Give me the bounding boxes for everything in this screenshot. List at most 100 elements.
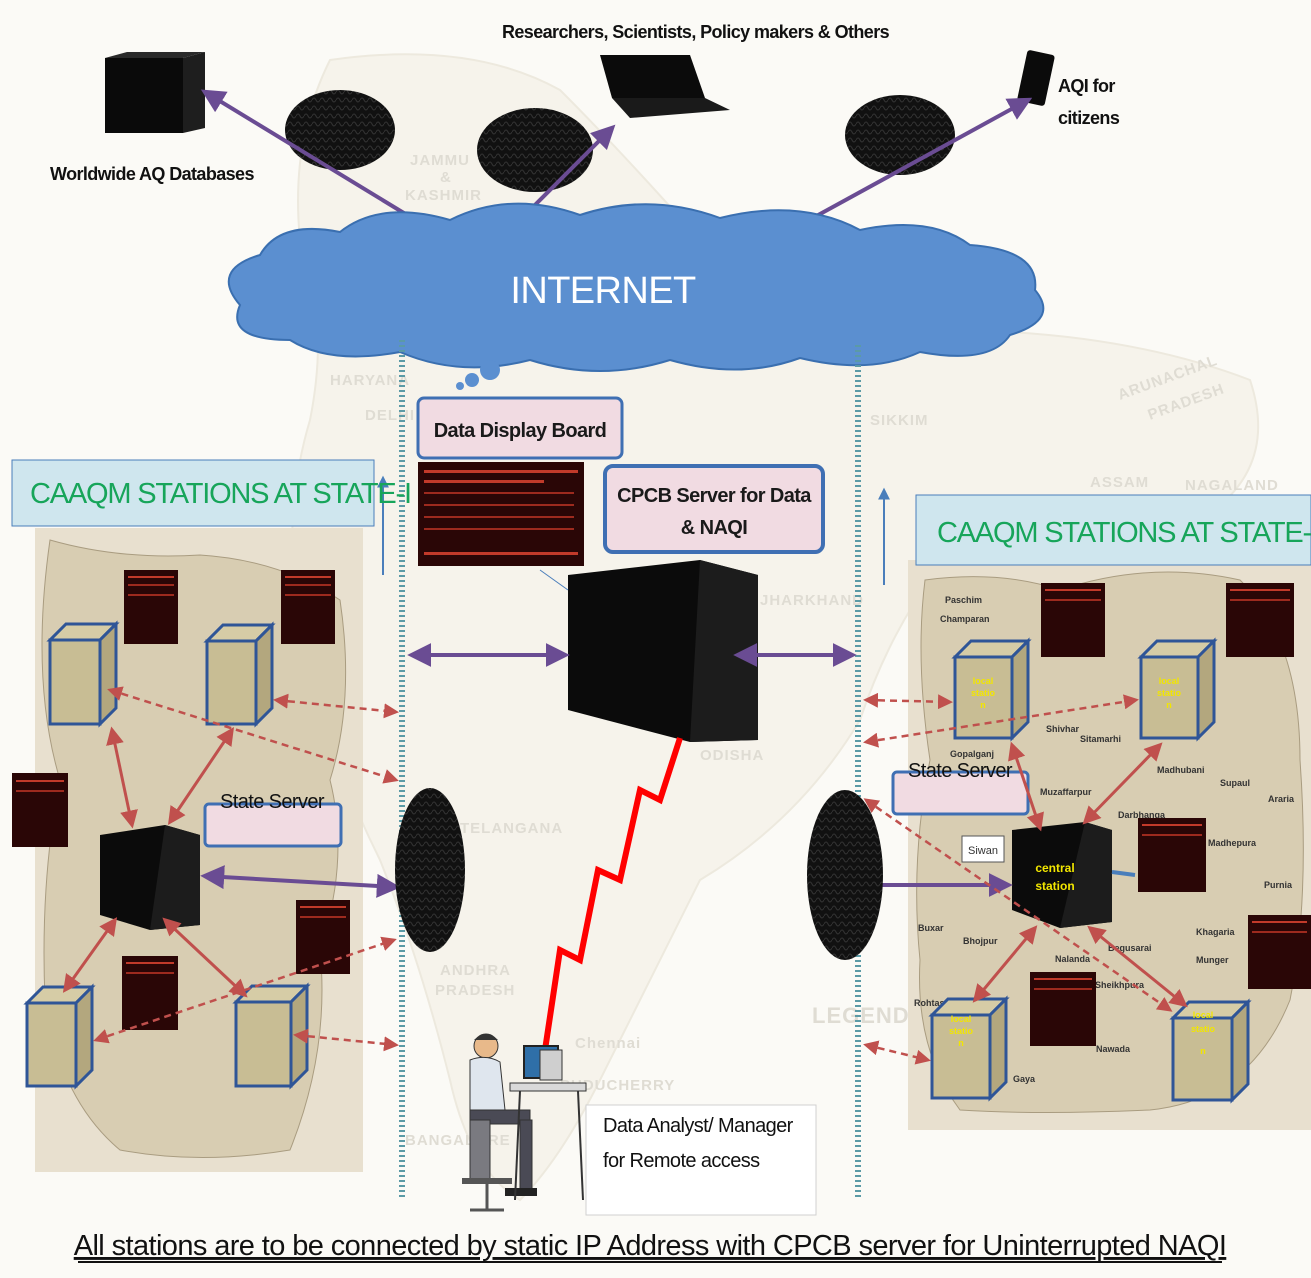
station-s2-2-line2: statio: [1157, 688, 1182, 698]
state1-station-cube-2: [203, 621, 276, 728]
state1-screen-4: [296, 900, 350, 974]
map-label-buxar: Buxar: [918, 923, 944, 933]
map-label-araria: Araria: [1268, 794, 1295, 804]
state1-title: CAAQM STATIONS AT STATE-I: [30, 478, 411, 510]
station-s2-4-line3: n: [1200, 1046, 1206, 1056]
map-label-sitamarhi: Sitamarhi: [1080, 734, 1121, 744]
mobile-phone-icon: [1017, 50, 1055, 106]
central-station-label-line2: station: [1035, 879, 1074, 893]
station-s2-1-line1: local: [973, 676, 994, 686]
data-analyst-icon: [462, 1033, 587, 1212]
data-display-board-label: Data Display Board: [434, 420, 607, 442]
laptop-icon: [600, 55, 730, 118]
worldwide-databases-label: Worldwide AQ Databases: [50, 164, 254, 184]
state1-station-cube-3: [23, 983, 96, 1090]
siwan-label: Siwan: [968, 845, 998, 857]
s1-dashed-2: [107, 686, 399, 784]
state2-station-cube-4: [1169, 998, 1252, 1104]
state2-server-label: State Server: [908, 760, 1013, 782]
state1-server-label: State Server: [220, 791, 325, 813]
cpcb-server-label-line2: & NAQI: [681, 517, 747, 539]
station-s2-3-line3: n: [958, 1038, 964, 1048]
s1-dashed-3: [93, 936, 397, 1044]
state2-screen-4: [1248, 915, 1311, 989]
map-label-nagaland: NAGALAND: [1185, 477, 1279, 494]
map-label-telangana: TELANGANA: [460, 820, 563, 837]
map-label-puducherry: PUDUCHERRY: [560, 1077, 675, 1094]
map-label-jharkhand: JHARKHAND: [760, 592, 864, 609]
display-board-screen: [418, 462, 584, 566]
state2-wireless-icon: [807, 790, 883, 960]
state2-station-cube-2: [1137, 637, 1218, 742]
station-s2-1-line3: n: [980, 700, 986, 710]
map-label-kashmir: KASHMIR: [405, 187, 482, 204]
state1-screen-2: [281, 570, 335, 644]
arrow-to-citizens: [799, 97, 1033, 227]
map-label-khagaria: Khagaria: [1196, 927, 1236, 937]
map-label-andhra-pradesh: PRADESH: [435, 982, 515, 999]
map-label-madhubani: Madhubani: [1157, 765, 1205, 775]
map-label-nawada: Nawada: [1096, 1044, 1131, 1054]
station-s2-3-line2: statio: [949, 1026, 974, 1036]
map-label-muzaffarpur: Muzaffarpur: [1040, 787, 1092, 797]
map-label-jammu: JAMMU: [410, 152, 470, 169]
bubble-dot-2: [465, 373, 479, 387]
analyst-label-line2: for Remote access: [603, 1150, 760, 1172]
station-s2-2-line3: n: [1166, 700, 1172, 710]
state1-server-label-box: [203, 802, 343, 848]
map-label-munger: Munger: [1196, 955, 1229, 965]
map-label-andhra: ANDHRA: [440, 962, 511, 979]
remote-access-lightning: [542, 737, 683, 1051]
state2-screen-3: [1138, 818, 1206, 892]
s1-dashed-4: [293, 1028, 399, 1052]
map-label-madhepura: Madhepura: [1208, 838, 1257, 848]
map-label-sikkim: SIKKIM: [870, 412, 929, 429]
cpcb-server-label-line1: CPCB Server for Data: [617, 485, 812, 507]
worldwide-databases-server-icon: [105, 52, 205, 133]
wireless-cloud-icon-2: [477, 108, 593, 192]
map-label-shivhar: Shivhar: [1046, 724, 1080, 734]
analyst-label-box: [585, 1104, 817, 1216]
map-label-delhi: DELHI: [365, 407, 415, 424]
bubble-dot-3: [456, 382, 464, 390]
state1-screen-5: [122, 956, 178, 1030]
bubble-dot-1: [480, 360, 500, 380]
map-label-supaul: Supaul: [1220, 778, 1250, 788]
state1-title-box: [11, 459, 375, 527]
state2-title: CAAQM STATIONS AT STATE-II: [937, 517, 1311, 549]
station-s2-4-line1: local: [1193, 1010, 1214, 1020]
state2-screen-2: [1226, 583, 1294, 657]
map-label-bangalore: BANGALORE: [405, 1132, 511, 1149]
map-label-chennai: Chennai: [575, 1035, 641, 1052]
state1-wireless-icon: [395, 788, 465, 952]
station-s2-1-line2: statio: [971, 688, 996, 698]
state1-screen-1: [124, 570, 178, 644]
s2-dashed-2: [863, 694, 1139, 748]
arrow-to-worldwide: [200, 89, 442, 237]
station-s2-4-line2: statio: [1191, 1024, 1216, 1034]
cpcb-server-label-box: [603, 464, 825, 554]
aqi-label-line2: citizens: [1058, 108, 1120, 128]
aqi-label-line1: AQI for: [1058, 76, 1115, 96]
state1-server-icon: [100, 825, 200, 930]
map-label-odisha: ODISHA: [700, 747, 764, 764]
map-label-purnia: Purnia: [1264, 880, 1293, 890]
map-label-bhojpur: Bhojpur: [963, 936, 998, 946]
map-label-champaran: Champaran: [940, 614, 990, 624]
map-label-paschim: Paschim: [945, 595, 982, 605]
s1-server-backbone-arrow: [200, 865, 401, 898]
wireless-cloud-icon-1: [285, 90, 395, 170]
state1-screen-3: [12, 773, 68, 847]
map-label-assam: ASSAM: [1090, 474, 1149, 491]
s1-link-c: [62, 917, 118, 993]
internet-label: INTERNET: [510, 270, 696, 312]
footer-caption: All stations are to be connected by stat…: [74, 1230, 1227, 1262]
wireless-cloud-icon-3: [845, 95, 955, 175]
station-s2-3-line1: local: [951, 1014, 972, 1024]
analyst-label-line1: Data Analyst/ Manager: [603, 1115, 794, 1137]
researchers-label: Researchers, Scientists, Policy makers &…: [502, 22, 890, 42]
map-label-gopalganj: Gopalganj: [950, 749, 994, 759]
data-display-board-label-box: [416, 396, 624, 460]
